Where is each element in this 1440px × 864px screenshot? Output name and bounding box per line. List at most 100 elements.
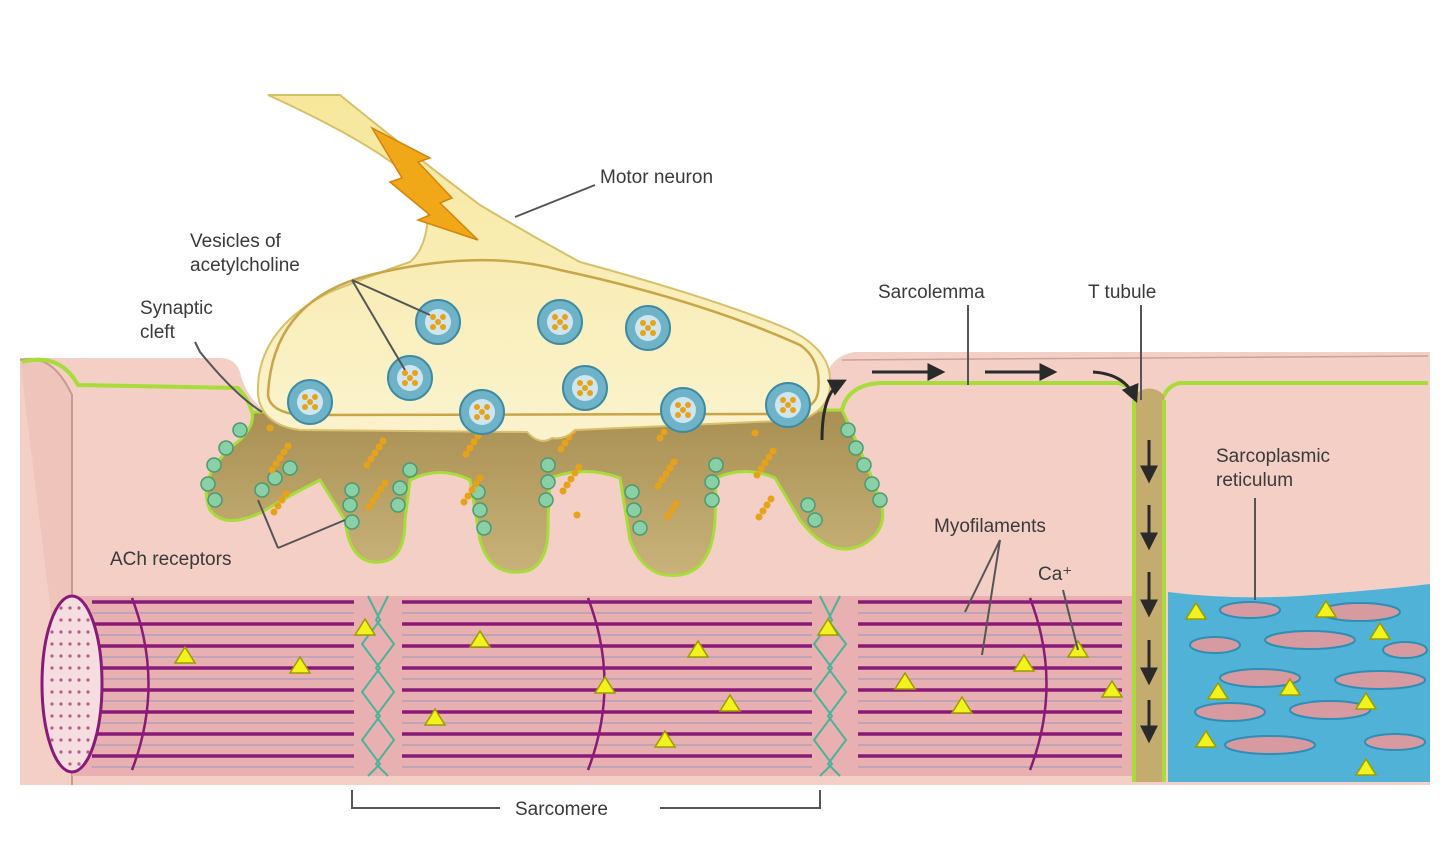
vesicle-ach-dot (587, 380, 593, 386)
cross-section-dot (59, 678, 63, 682)
ach-molecule (557, 445, 565, 453)
vesicle-ach-dot (552, 314, 558, 320)
ach-molecule (371, 449, 379, 457)
calcium-ion-icon (353, 617, 377, 636)
cross-section-dot (77, 606, 81, 610)
ach-molecule (276, 454, 284, 462)
cross-section-dot (86, 642, 90, 646)
cross-section-dot (59, 642, 63, 646)
cross-section-dot (68, 690, 72, 694)
ach-receptor (218, 440, 234, 456)
ach-receptor (476, 520, 492, 536)
ach-molecule (363, 461, 371, 469)
myofibril (40, 594, 1132, 777)
ach-receptor (344, 482, 360, 498)
vesicle-ach-dot (440, 314, 446, 320)
ach-molecule (666, 464, 674, 472)
cross-section-dot (68, 762, 72, 766)
myofilament-lines (92, 600, 1122, 768)
calcium-ion-icon (173, 645, 197, 664)
vesicle-ach-dot (407, 375, 413, 381)
ach-receptor (254, 482, 270, 498)
cross-section-dot (59, 606, 63, 610)
ach-receptor (626, 502, 642, 518)
ach-receptor (540, 474, 556, 490)
cross-section-dot (77, 630, 81, 634)
cross-section-dot (77, 726, 81, 730)
cross-section-dot (50, 738, 54, 742)
sarcoplasmic-reticulum (1168, 584, 1430, 782)
ach-receptor (472, 502, 488, 518)
vesicle-ach-dot (302, 394, 308, 400)
label-vesicles-line2: acetylcholine (190, 255, 300, 276)
calcium-ion-icon (1100, 679, 1124, 698)
vesicle-ach-dot (790, 407, 796, 413)
vesicle-ach-dot (440, 324, 446, 330)
ach-receptor (207, 492, 223, 508)
ach-molecule (759, 507, 767, 515)
ach-molecule (284, 442, 292, 450)
vesicle-ach-dot (484, 414, 490, 420)
junctional-folds (200, 408, 888, 578)
cross-section-dot (59, 714, 63, 718)
label-vesicles-line1: Vesicles of (190, 231, 282, 252)
cross-section-dot (50, 666, 54, 670)
ach-receptor (872, 492, 888, 508)
label-synaptic-line2: cleft (140, 322, 176, 343)
ach-molecule (468, 486, 476, 494)
ach-molecule (757, 465, 765, 473)
cross-section-dot (77, 714, 81, 718)
cross-section-dot (68, 654, 72, 658)
vesicle-ach-dot (785, 402, 791, 408)
calcium-ion-icon (816, 617, 840, 636)
vesicle-ach-dot (412, 370, 418, 376)
vesicle-ach-dot (412, 380, 418, 386)
ach-receptor (632, 520, 648, 536)
vesicle-ach-dot (484, 404, 490, 410)
ach-molecule (658, 476, 666, 484)
calcium-ion-icon (288, 655, 312, 674)
ach-molecule (656, 434, 664, 442)
cross-section-dot (68, 714, 72, 718)
ach-molecule (575, 463, 583, 471)
cross-section-dot (68, 750, 72, 754)
ach-receptor (704, 492, 720, 508)
ach-molecule (462, 450, 470, 458)
vesicle-ach-dot (312, 394, 318, 400)
label-t-tubule: T tubule (1088, 282, 1156, 303)
calcium-ion-icon (893, 671, 917, 690)
cross-section-dot (86, 654, 90, 658)
calcium-ion-icon (1354, 691, 1378, 710)
label-sr-line2: reticulum (1216, 470, 1293, 491)
ach-molecule (270, 508, 278, 516)
ach-receptor (267, 470, 283, 486)
ach-molecule (561, 439, 569, 447)
vesicle-ach-dot (685, 412, 691, 418)
vesicle-ach-dot (650, 330, 656, 336)
cross-section-dot (77, 642, 81, 646)
vesicle-ach-dot (685, 402, 691, 408)
ach-molecule (464, 492, 472, 500)
cross-section-dot (86, 702, 90, 706)
cross-section-dot (77, 738, 81, 742)
ach-molecule (668, 506, 676, 514)
label-calcium: Ca⁺ (1038, 564, 1072, 585)
calcium-ion-icon (1184, 601, 1208, 620)
cross-section-dot (59, 630, 63, 634)
ach-molecule (381, 479, 389, 487)
ach-receptor (342, 497, 358, 513)
cross-section-dot (50, 630, 54, 634)
ach-molecule (377, 485, 385, 493)
ach-molecule (571, 469, 579, 477)
cross-section-dot (68, 666, 72, 670)
label-myofilaments: Myofilaments (934, 516, 1046, 537)
cross-section-dot (50, 714, 54, 718)
ach-molecule (767, 495, 775, 503)
ach-receptor (392, 480, 408, 496)
cross-section-dot (77, 702, 81, 706)
ach-molecule (751, 429, 759, 437)
vesicle-ach-dot (552, 324, 558, 330)
vesicle-ach-dot (474, 414, 480, 420)
vesicle-ach-dot (474, 404, 480, 410)
ach-molecule (369, 497, 377, 505)
